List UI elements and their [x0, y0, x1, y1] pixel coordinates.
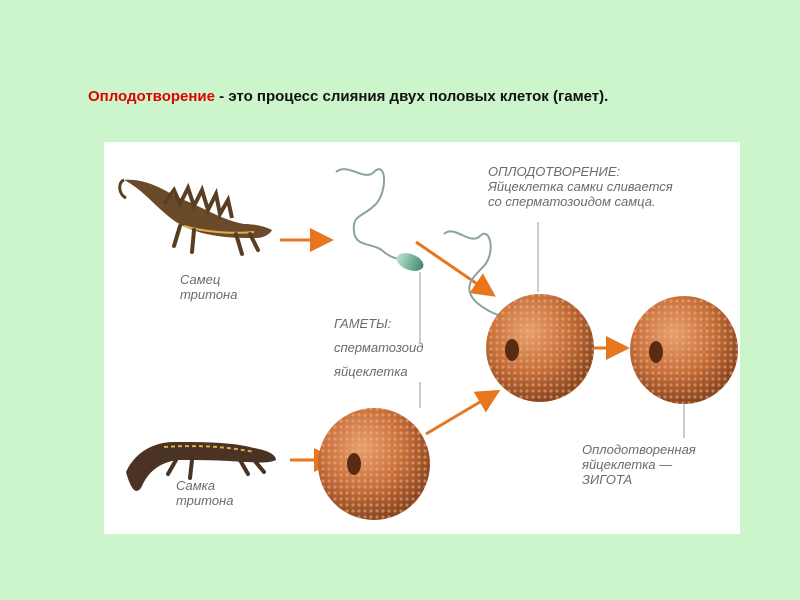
zygote-line1: Оплодотворенная [582, 442, 696, 457]
gametes-egg-label: яйцеклетка [334, 364, 408, 379]
gametes-title: ГАМЕТЫ: [334, 316, 392, 331]
female-label-line1: Самка [176, 478, 216, 493]
male-newt-label: Самец тритона [180, 272, 237, 302]
arrow-sperm-to-fertilization [415, 240, 496, 297]
heading-definition: - это процесс слияния двух половых клето… [215, 88, 609, 105]
fertilization-line2: со сперматозоидом самца. [488, 194, 656, 209]
heading: Оплодотворение - это процесс слияния дву… [88, 88, 788, 105]
female-label-line2: тритона [176, 493, 234, 508]
male-label-line2: тритона [180, 287, 238, 302]
gametes-label: ГАМЕТЫ: сперматозоид яйцеклетка [334, 312, 423, 384]
fertilization-egg-icon [486, 294, 594, 402]
sperm-icon [335, 168, 424, 271]
fertilization-title: ОПЛОДОТВОРЕНИЕ: [488, 164, 621, 179]
gametes-sperm-label: сперматозоид [334, 340, 424, 355]
male-newt-icon [118, 178, 272, 256]
heading-term: Оплодотворение [88, 88, 215, 105]
fertilization-label: ОПЛОДОТВОРЕНИЕ: Яйцеклетка самки сливает… [488, 164, 673, 209]
zygote-icon [630, 296, 738, 404]
zygote-line3: ЗИГОТА [582, 472, 633, 487]
egg-cell-icon [318, 408, 430, 520]
pointer-lines [419, 222, 685, 438]
female-newt-icon [126, 442, 276, 491]
zygote-line2: яйцеклетка — [582, 457, 673, 472]
diagram-panel: Самец тритона Самка тритона ГАМЕТЫ: спер… [104, 142, 740, 534]
fertilization-line1: Яйцеклетка самки сливается [488, 179, 673, 194]
arrow-egg-to-fertilization [425, 389, 501, 436]
zygote-label: Оплодотворенная яйцеклетка — ЗИГОТА [582, 442, 696, 487]
male-label-line1: Самец [180, 272, 221, 287]
diagram-illustration [118, 168, 738, 520]
female-newt-label: Самка тритона [176, 478, 233, 508]
